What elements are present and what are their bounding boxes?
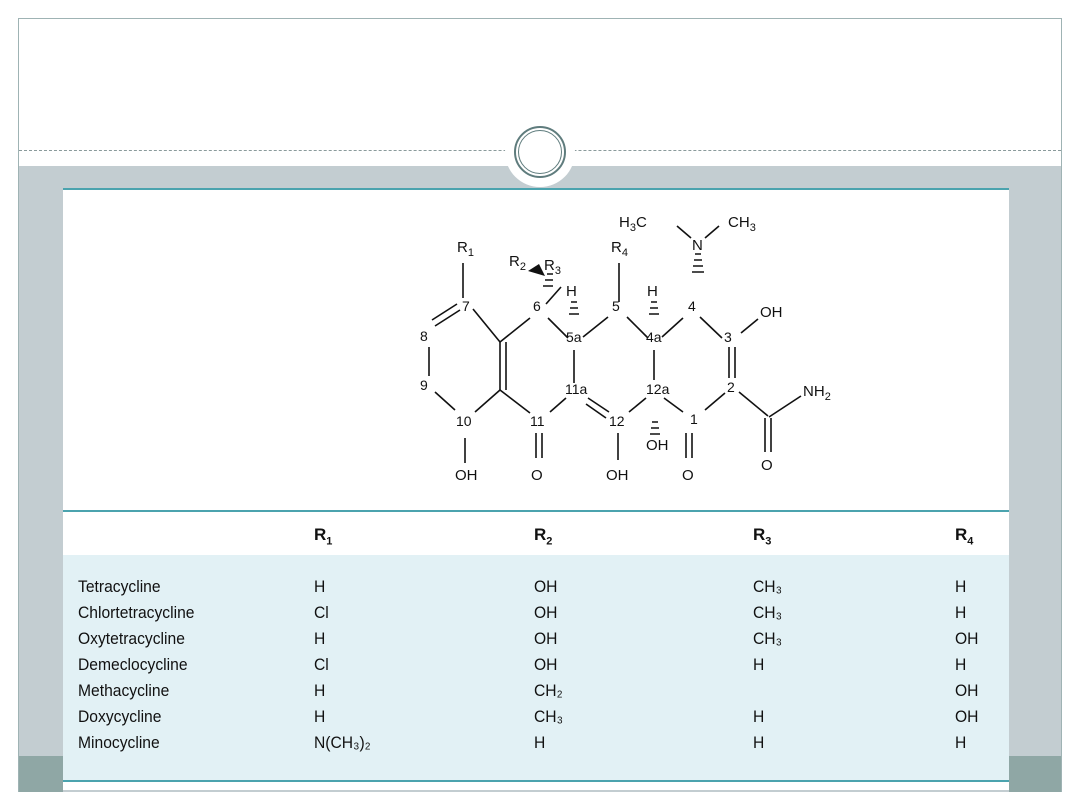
table-row: Tetracycline H OH CH₃ H bbox=[78, 577, 967, 596]
label-h4a: H bbox=[647, 283, 658, 300]
structure-diagram: R1 R2 R3 R4 H3C CH3 N OH NH2 OH O OH OH … bbox=[420, 214, 831, 484]
label-r1: R1 bbox=[457, 239, 474, 259]
structure-bonds bbox=[428, 225, 802, 463]
atom-number-2: 2 bbox=[727, 379, 735, 395]
table-header-row: R1 R2 R3 R4 bbox=[63, 513, 1009, 555]
label-nh2: NH2 bbox=[803, 383, 831, 403]
atom-number-12: 12 bbox=[609, 413, 625, 429]
table-row: Doxycycline H CH₃ H OH bbox=[78, 707, 979, 726]
atom-number-9: 9 bbox=[420, 377, 428, 393]
atom-number-3: 3 bbox=[724, 329, 732, 345]
header-r4: R4 bbox=[955, 525, 974, 548]
atom-number-11a: 11a bbox=[565, 381, 588, 397]
atom-number-5a: 5a bbox=[566, 329, 582, 345]
header-r2: R2 bbox=[534, 525, 553, 548]
table-row: Minocycline N(CH₃)₂ H H H bbox=[78, 733, 967, 752]
label-o-amide: O bbox=[761, 457, 773, 474]
label-oh10: OH bbox=[455, 467, 478, 484]
atom-number-7: 7 bbox=[462, 298, 470, 314]
atom-number-8: 8 bbox=[420, 328, 428, 344]
label-n: N bbox=[692, 237, 703, 254]
label-r2: R2 bbox=[509, 253, 526, 273]
table-row: Oxytetracycline H OH CH₃ OH bbox=[78, 629, 979, 648]
circle-ornament-icon bbox=[505, 117, 575, 187]
table-body: Tetracycline H OH CH₃ H Chlortetracyclin… bbox=[63, 555, 1009, 780]
label-r4: R4 bbox=[611, 239, 628, 259]
table-bottom-rule bbox=[63, 780, 1009, 782]
footer-accent-right bbox=[1009, 756, 1061, 792]
stereo-hash-bonds bbox=[543, 253, 704, 435]
atom-numbers: 7 8 9 10 6 5a 5 4a 4 3 2 1 12a 11a 11 12 bbox=[420, 298, 735, 429]
tetracycline-structure: R1 R2 R3 R4 H3C CH3 N OH NH2 OH O OH OH … bbox=[63, 190, 1009, 510]
atom-number-4: 4 bbox=[688, 298, 696, 314]
table-row: Methacycline H CH₂ OH bbox=[78, 681, 979, 700]
atom-number-11: 11 bbox=[530, 413, 545, 429]
table-row: Demeclocycline Cl OH H H bbox=[78, 655, 967, 674]
table-top-rule bbox=[63, 510, 1009, 512]
header-r1: R1 bbox=[314, 525, 333, 548]
atom-number-12a: 12a bbox=[646, 381, 670, 397]
atom-number-5: 5 bbox=[612, 298, 620, 314]
structure-labels: R1 R2 R3 R4 H3C CH3 N OH NH2 OH O OH OH … bbox=[455, 214, 831, 484]
label-oh12: OH bbox=[606, 467, 629, 484]
table-row: Chlortetracycline Cl OH CH₃ H bbox=[78, 603, 967, 622]
atom-number-6: 6 bbox=[533, 298, 541, 314]
label-oh3: OH bbox=[760, 304, 783, 321]
footer-accent-left bbox=[19, 756, 63, 792]
atom-number-1: 1 bbox=[690, 411, 698, 427]
header-r3: R3 bbox=[753, 525, 772, 548]
label-oh12a: OH bbox=[646, 437, 669, 454]
atom-number-10: 10 bbox=[456, 413, 472, 429]
label-h5a: H bbox=[566, 283, 577, 300]
label-o1: O bbox=[682, 467, 694, 484]
figure-panel: R1 R2 R3 R4 H3C CH3 N OH NH2 OH O OH OH … bbox=[63, 188, 1009, 790]
label-ch3: CH3 bbox=[728, 214, 756, 234]
label-o11: O bbox=[531, 467, 543, 484]
label-h3c: H3C bbox=[619, 214, 647, 234]
atom-number-4a: 4a bbox=[646, 329, 662, 345]
label-r3: R3 bbox=[544, 257, 561, 277]
